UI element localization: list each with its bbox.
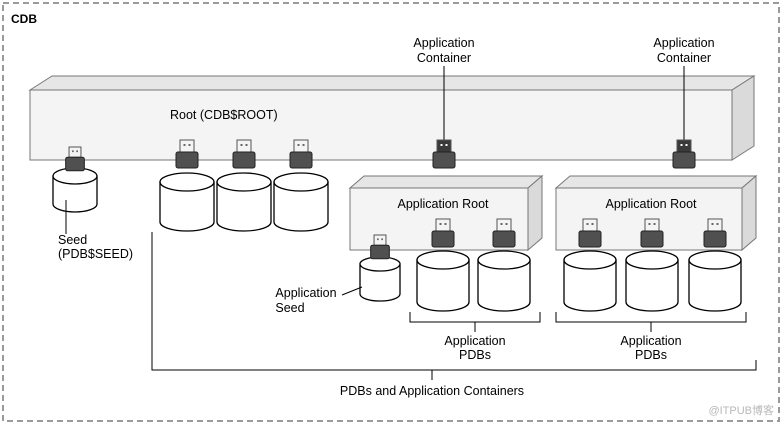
seed-label-line2: (PDB$SEED) <box>58 247 133 261</box>
watermark: @ITPUB博客 <box>708 403 774 417</box>
app-pdbs-1-bracket <box>409 312 541 332</box>
app-container-2-plug <box>672 139 696 169</box>
app-pdb-1-cylinder-2 <box>477 250 531 312</box>
app-seed-label-line2: Seed <box>275 301 304 315</box>
app-pdb-2-cylinder-1 <box>563 250 617 312</box>
seed-plug <box>65 146 85 172</box>
app-seed-leader <box>341 286 363 296</box>
app-seed-cylinder <box>359 256 401 302</box>
pdb-plug-3 <box>289 139 313 169</box>
root-container <box>28 75 756 161</box>
pdbs-and-app-containers-bracket <box>151 232 757 371</box>
application-root-2-label: Application Root <box>605 197 697 211</box>
seed-label-line1: Seed <box>58 233 87 247</box>
app-pdbs-1-label-line2: PDBs <box>459 348 491 362</box>
app-container-1-label-line2: Container <box>417 51 471 65</box>
app-pdb-2-plug-1 <box>578 218 602 248</box>
cdb-label: CDB <box>11 12 37 26</box>
app-container-2-label-line1: Application <box>653 36 714 50</box>
app-pdbs-2-bracket <box>555 312 747 332</box>
app-pdb-1-cylinder-1 <box>416 250 470 312</box>
app-pdb-2-plug-3 <box>703 218 727 248</box>
app-seed-label-line1: Application <box>275 286 336 300</box>
app-container-2-label-line2: Container <box>657 51 711 65</box>
app-pdb-2-cylinder-3 <box>688 250 742 312</box>
seed-cylinder <box>52 167 98 213</box>
pdb-cylinder-3 <box>273 172 329 232</box>
app-pdb-1-plug-2 <box>492 218 516 248</box>
app-pdb-2-cylinder-2 <box>625 250 679 312</box>
pdbs-and-app-containers-label: PDBs and Application Containers <box>340 384 524 398</box>
app-pdbs-2-label-line1: Application <box>620 334 681 348</box>
pdb-plug-2 <box>232 139 256 169</box>
app-pdb-1-plug-1 <box>431 218 455 248</box>
app-pdbs-2-label-line2: PDBs <box>635 348 667 362</box>
pdb-cylinder-1 <box>159 172 215 232</box>
app-container-1-plug <box>432 139 456 169</box>
pdb-plug-1 <box>175 139 199 169</box>
app-container-1-label-line1: Application <box>413 36 474 50</box>
application-root-1-label: Application Root <box>397 197 489 211</box>
root-label: Root (CDB$ROOT) <box>170 108 278 122</box>
app-pdb-2-plug-2 <box>640 218 664 248</box>
pdb-cylinder-2 <box>216 172 272 232</box>
app-pdbs-1-label-line1: Application <box>444 334 505 348</box>
app-seed-plug <box>370 234 390 260</box>
